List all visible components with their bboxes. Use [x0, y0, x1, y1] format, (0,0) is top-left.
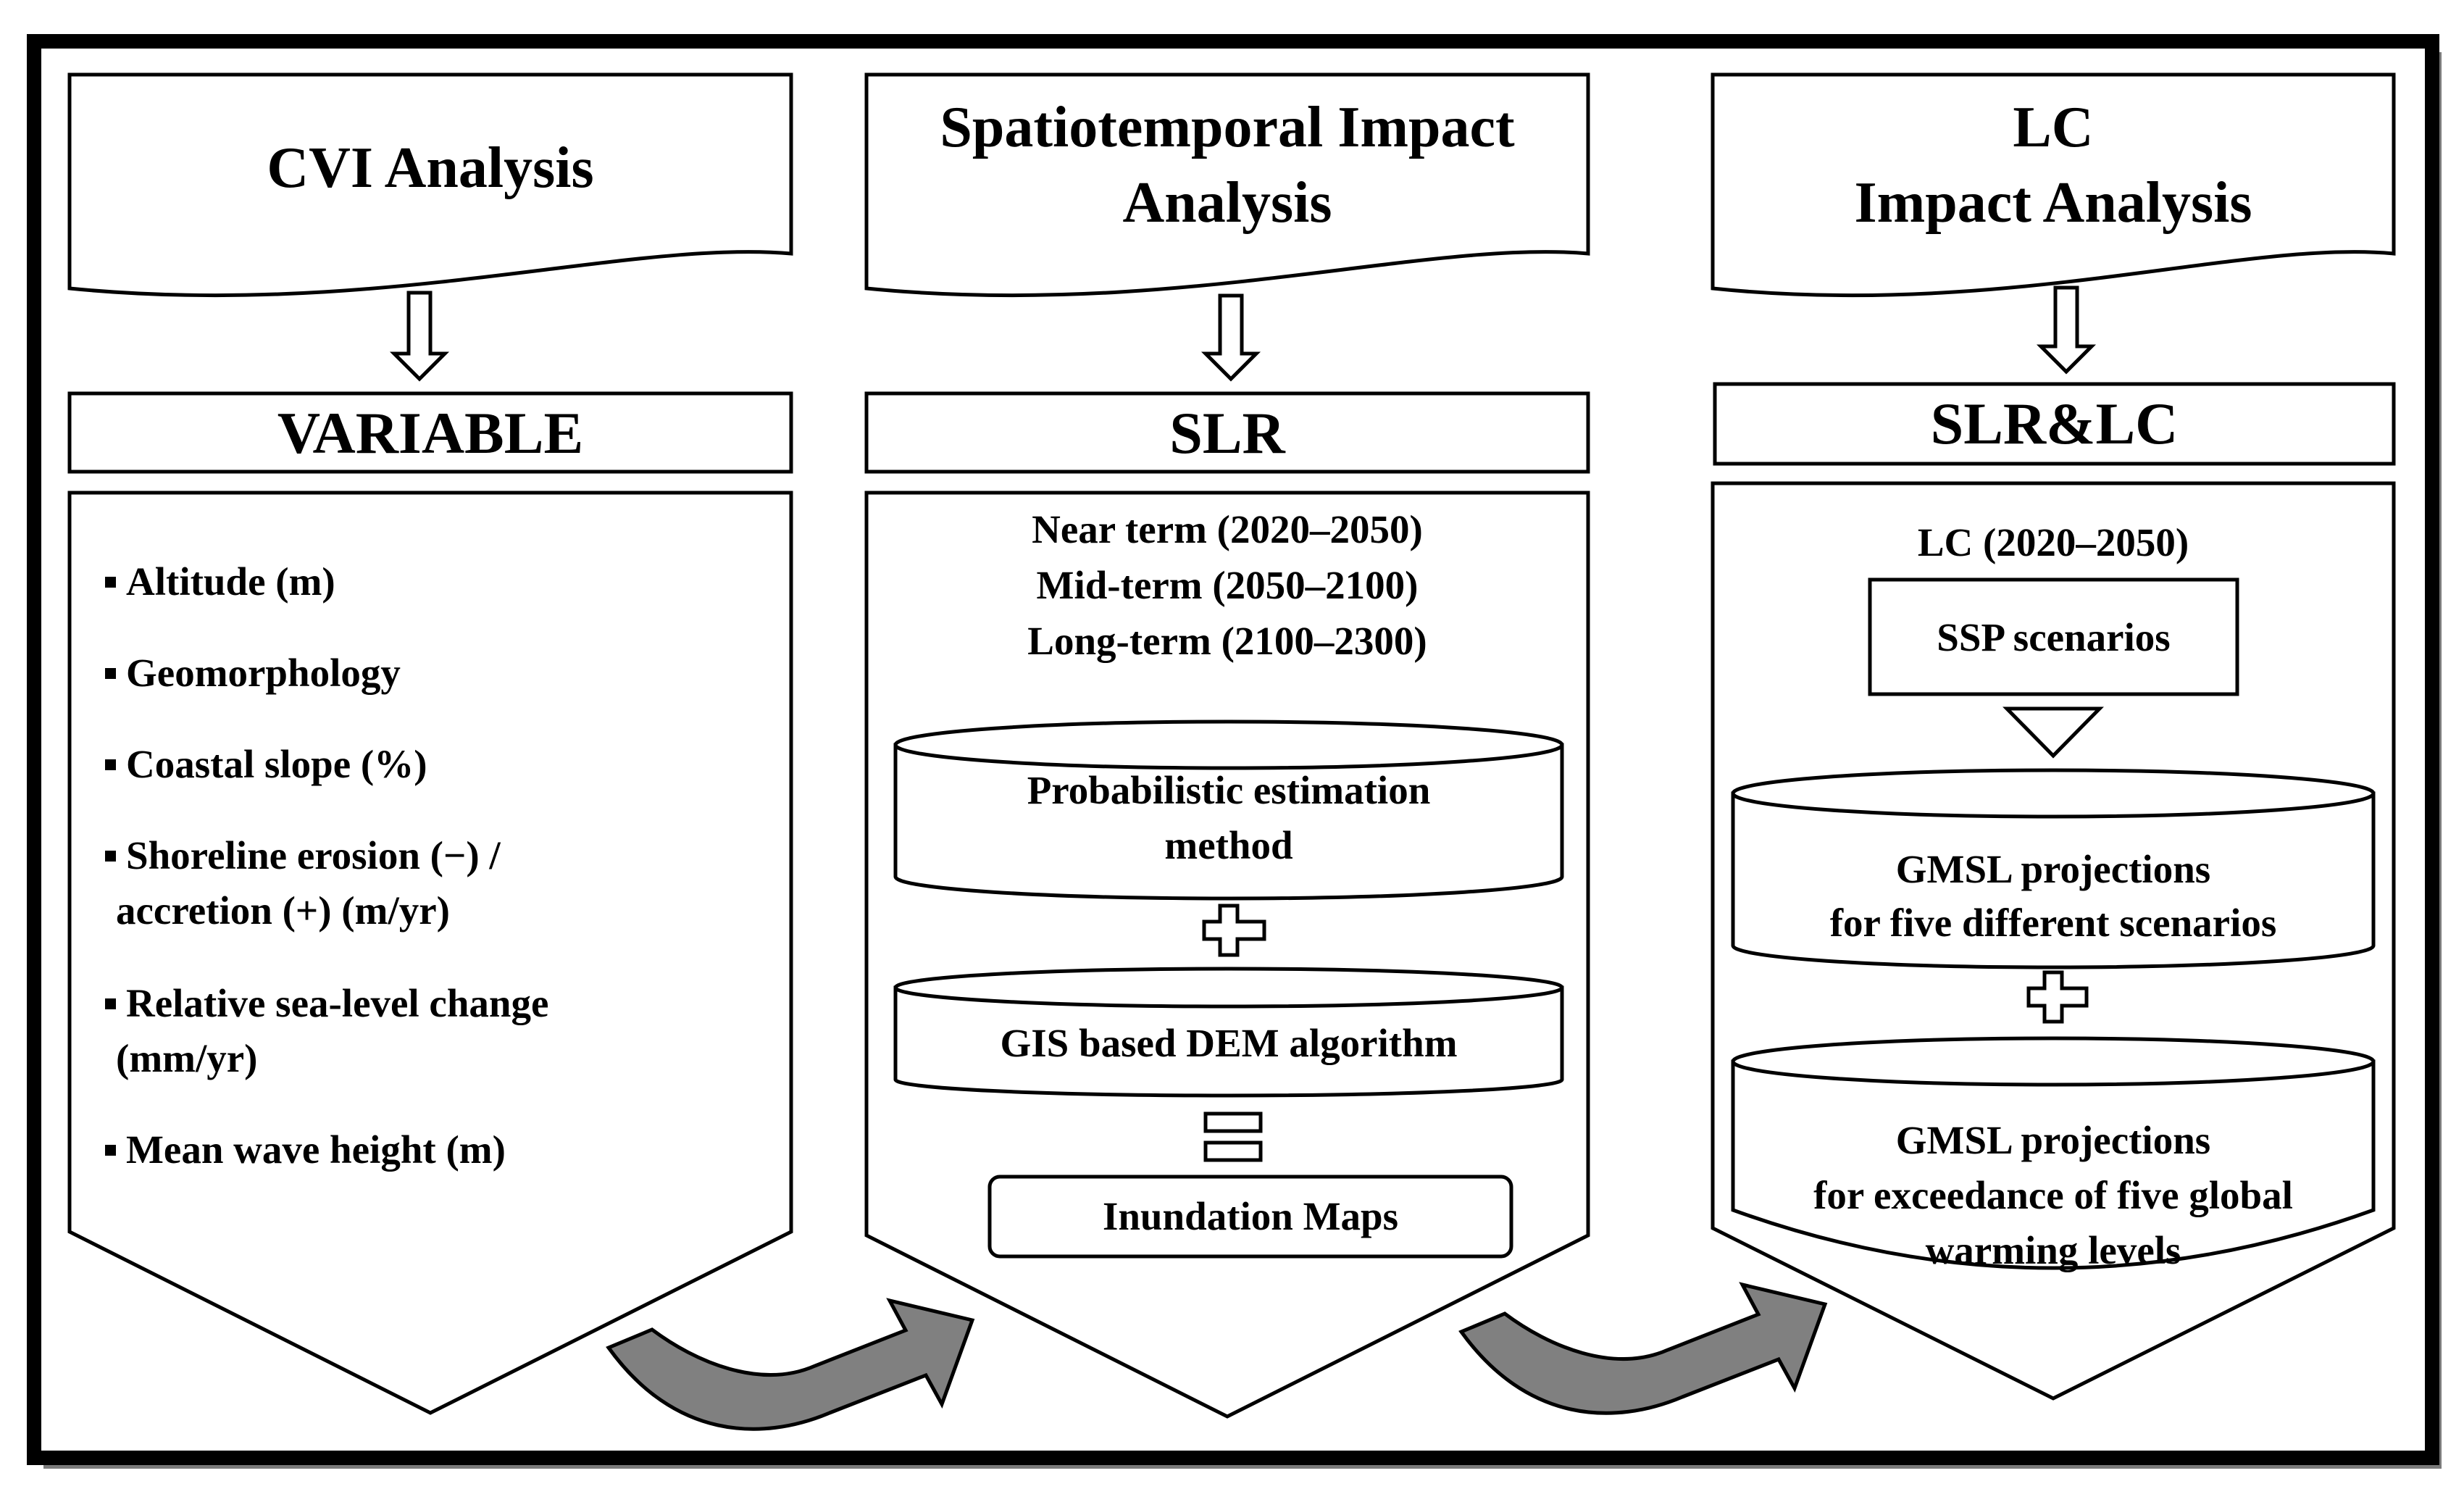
bullet-icon: [105, 759, 116, 770]
spatiotemporal-title-box: [864, 72, 1590, 298]
lc-title-line: LC: [2013, 96, 2094, 159]
gmsl-warming-label: GMSL projections for exceedance of five …: [1813, 1118, 2293, 1272]
inundation-maps-label: Inundation Maps: [1102, 1194, 1399, 1238]
list-item: Shoreline erosion (−) /accretion (+) (m/…: [105, 828, 501, 938]
bullet-icon: [105, 577, 116, 588]
cvi-title-line: CVI Analysis: [267, 136, 594, 200]
curved-arrow-icon: [606, 1298, 975, 1431]
lc-title: LC Impact Analysis: [1713, 90, 2394, 241]
list-item: Altitude (m): [105, 554, 335, 609]
bullet-icon: [105, 998, 116, 1009]
gmsl-warming-cylinder: [1731, 1059, 2376, 1270]
list-item: Mean wave height (m): [105, 1122, 506, 1177]
term-near: Near term (2020–2050): [1032, 507, 1423, 551]
bullet-icon: [105, 851, 116, 862]
down-arrow-icon: [389, 291, 450, 382]
list-item: Relative sea-level change(mm/yr): [105, 976, 548, 1086]
variable-list-box: [67, 491, 793, 1415]
probabilistic-cylinder-top: [893, 719, 1564, 770]
cvi-title: CVI Analysis: [70, 130, 791, 206]
term-mid: Mid-term (2050–2100): [1036, 563, 1419, 607]
down-arrow-icon: [2002, 706, 2104, 759]
gis-dem-label: GIS based DEM algorithm: [1000, 1021, 1458, 1065]
spatiotemporal-title: Spatiotemporal Impact Analysis: [866, 90, 1588, 241]
gmsl-scenarios-label: GMSL projections for five different scen…: [1829, 847, 2277, 945]
spatiotemporal-title-line: Analysis: [1122, 171, 1332, 235]
ssp-scenarios-label: SSP scenarios: [1937, 615, 2171, 659]
bullet-icon: [105, 668, 116, 679]
plus-icon: [1202, 904, 1266, 957]
gmsl-warming-cylinder-top: [1731, 1036, 2376, 1087]
cvi-title-box: [67, 72, 793, 298]
term-long: Long-term (2100–2300): [1027, 619, 1427, 663]
lc-title-line: Impact Analysis: [1854, 171, 2252, 235]
spatiotemporal-title-line: Spatiotemporal Impact: [940, 96, 1515, 159]
down-arrow-icon: [2036, 285, 2097, 375]
probabilistic-cylinder: [893, 743, 1564, 901]
lc-title-box: [1711, 72, 2396, 298]
bullet-icon: [105, 1145, 116, 1156]
ssp-scenarios-box: [1868, 577, 2239, 696]
slr-header-box: [864, 391, 1590, 474]
equals-icon: [1203, 1111, 1263, 1162]
slr-lc-header-box: [1713, 382, 2396, 466]
gmsl-scenarios-cylinder-top: [1731, 768, 2376, 819]
down-arrow-icon: [1200, 293, 1261, 382]
slr-header: SLR: [1169, 400, 1285, 466]
gmsl-scenarios-cylinder: [1731, 791, 2376, 969]
probabilistic-label: Probabilistic estimation method: [1027, 768, 1431, 867]
gis-dem-cylinder: [893, 985, 1564, 1098]
lc-subtitle: LC (2020–2050): [1917, 520, 2189, 564]
variable-header: VARIABLE: [277, 400, 584, 466]
plus-icon: [2026, 970, 2089, 1024]
variable-header-box: [67, 391, 793, 474]
list-item: Coastal slope (%): [105, 737, 427, 792]
slr-terms: Near term (2020–2050) Mid-term (2050–210…: [866, 501, 1588, 669]
slr-lc-header: SLR&LC: [1930, 391, 2179, 456]
gis-dem-cylinder-top: [893, 967, 1564, 1009]
curved-arrow-icon: [1458, 1282, 1828, 1415]
inundation-maps-box: [987, 1175, 1513, 1259]
list-item: Geomorphology: [105, 646, 401, 701]
